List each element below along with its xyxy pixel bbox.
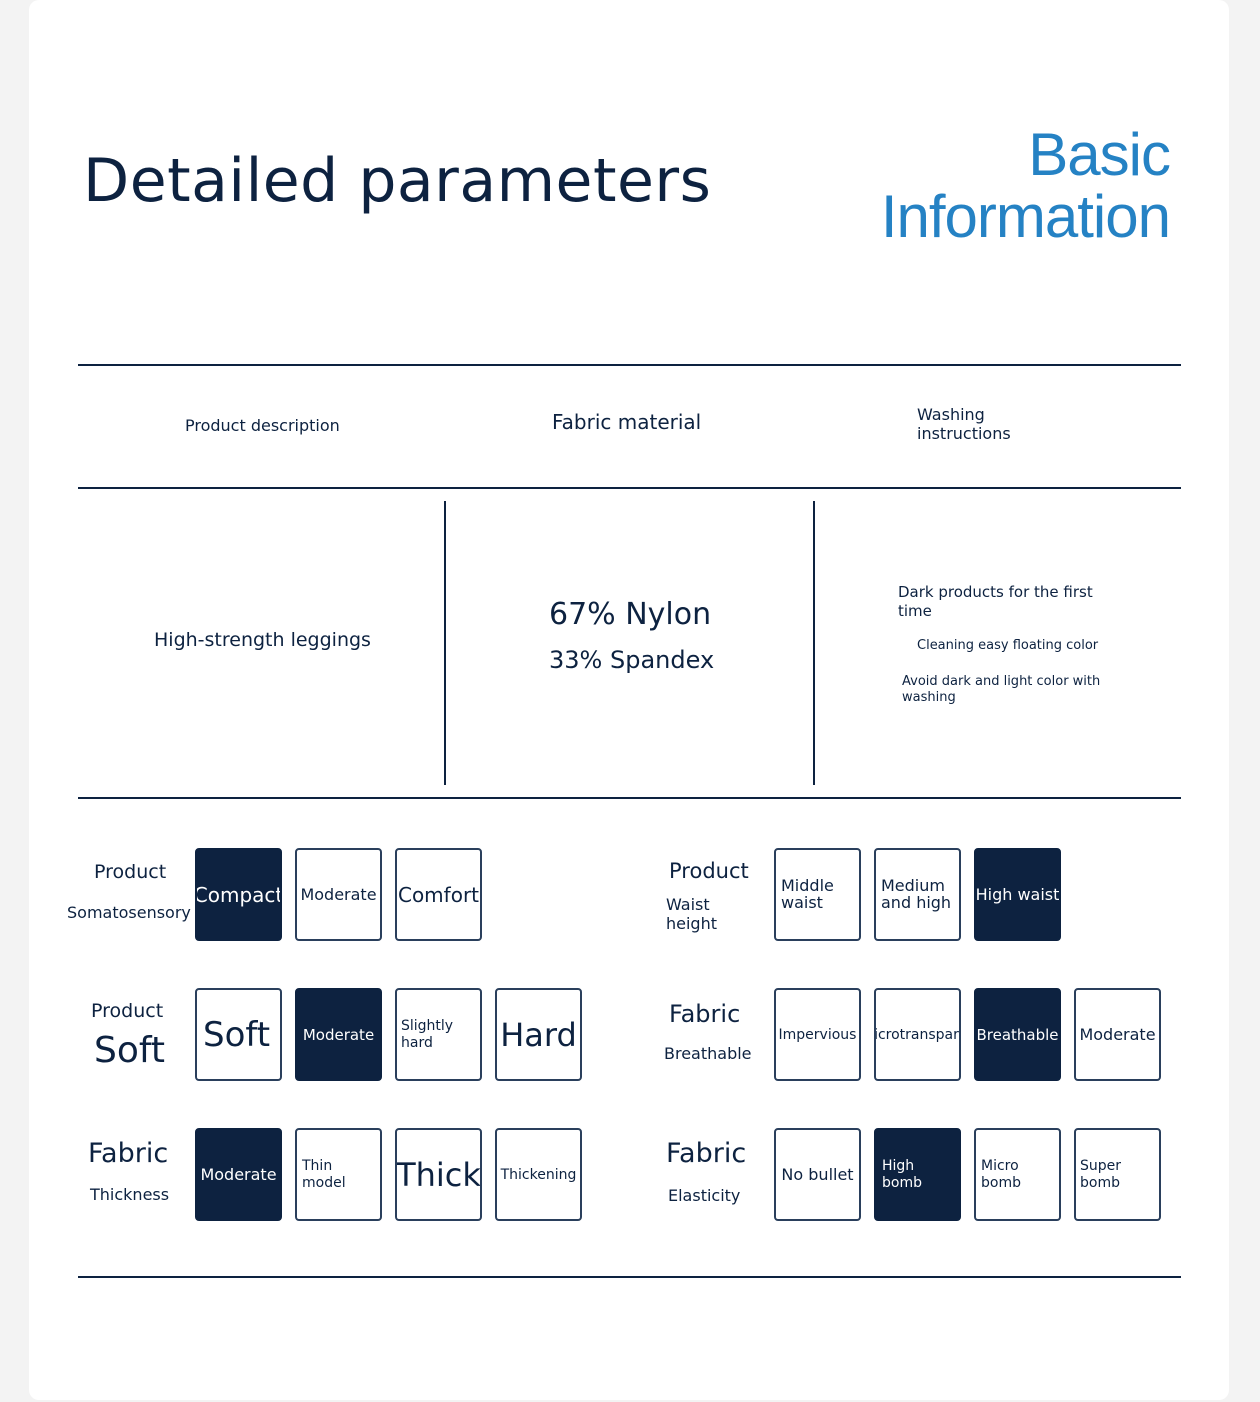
fabric-nylon: 67% Nylon: [549, 597, 712, 632]
option-compact[interactable]: Compact: [195, 848, 282, 941]
option-label: Breathable: [976, 1025, 1059, 1044]
basic-heading-line1: Basic: [1028, 121, 1171, 188]
option-label: Compact: [195, 882, 282, 907]
option-label: Soft: [203, 1014, 271, 1055]
table-header-rule: [78, 487, 1181, 489]
basic-information-heading: Basic Information: [880, 121, 1171, 250]
washing-note-2: Cleaning easy floating color: [917, 638, 1099, 653]
option-label: Super bomb: [1080, 1157, 1122, 1191]
table-top-rule: [78, 364, 1181, 366]
soft-label-1: Product: [91, 1000, 164, 1022]
header-washing-instructions: Washing instructions: [917, 405, 1011, 443]
washing-note-1: Dark products for the first time: [898, 583, 1093, 620]
option-label: Thick: [396, 1155, 481, 1194]
somatosensory-label-2: Somatosensory: [67, 903, 191, 922]
header-product-description: Product description: [185, 416, 340, 435]
option-label: Thickening: [500, 1166, 577, 1183]
option-super-bomb[interactable]: Super bomb: [1074, 1128, 1161, 1221]
option-label: Microtransparent: [874, 1026, 959, 1043]
basic-heading-line2: Information: [880, 183, 1171, 250]
soft-label-2: Soft: [94, 1030, 166, 1071]
option-label: Slightly hard: [401, 1017, 454, 1051]
option-label: Medium and high: [881, 875, 952, 912]
thickness-label-2: Thickness: [90, 1185, 170, 1204]
option-label: Moderate: [302, 1025, 375, 1044]
option-impervious[interactable]: Impervious: [774, 988, 861, 1081]
option-moderate[interactable]: Moderate: [295, 988, 382, 1081]
column-divider-1: [444, 501, 446, 785]
option-label: Thin model: [302, 1157, 346, 1191]
option-middle-waist[interactable]: Middle waist: [774, 848, 861, 941]
column-divider-2: [813, 501, 815, 785]
option-soft[interactable]: Soft: [195, 988, 282, 1081]
option-label: Moderate: [1079, 1025, 1156, 1044]
option-label: Micro bomb: [981, 1157, 1021, 1191]
option-label: Moderate: [200, 1165, 277, 1184]
page-title: Detailed parameters: [83, 146, 712, 216]
thickness-label-1: Fabric: [88, 1138, 169, 1169]
option-microtransparent[interactable]: Microtransparent: [874, 988, 961, 1081]
product-description-value: High-strength leggings: [154, 629, 371, 651]
option-label: High bomb: [882, 1157, 922, 1191]
option-label: Middle waist: [781, 875, 834, 912]
option-slightly-hard[interactable]: Slightly hard: [395, 988, 482, 1081]
option-micro-bomb[interactable]: Micro bomb: [974, 1128, 1061, 1221]
option-comfort[interactable]: Comfort: [395, 848, 482, 941]
option-medium-and-high[interactable]: Medium and high: [874, 848, 961, 941]
option-high-bomb[interactable]: High bomb: [874, 1128, 961, 1221]
option-thin-model[interactable]: Thin model: [295, 1128, 382, 1221]
header-fabric-material: Fabric material: [552, 410, 702, 434]
fabric-spandex: 33% Spandex: [549, 646, 715, 674]
option-label: Moderate: [300, 885, 377, 904]
elasticity-label-2: Elasticity: [668, 1186, 741, 1205]
table-bottom-rule: [78, 797, 1181, 799]
breathable-label-1: Fabric: [669, 1000, 741, 1028]
elasticity-label-1: Fabric: [666, 1138, 747, 1169]
option-thickening[interactable]: Thickening: [495, 1128, 582, 1221]
option-moderate[interactable]: Moderate: [1074, 988, 1161, 1081]
option-label: No bullet: [781, 1165, 854, 1184]
params-bottom-rule: [78, 1276, 1181, 1278]
option-no-bullet[interactable]: No bullet: [774, 1128, 861, 1221]
option-label: Hard: [500, 1015, 577, 1054]
waist-label-2: Waist height: [666, 895, 717, 933]
option-label: Comfort: [397, 882, 480, 907]
option-high-waist[interactable]: High waist: [974, 848, 1061, 941]
option-thick[interactable]: Thick: [395, 1128, 482, 1221]
somatosensory-label-1: Product: [94, 861, 167, 883]
washing-note-3: Avoid dark and light color with washing: [902, 674, 1101, 705]
option-moderate[interactable]: Moderate: [195, 1128, 282, 1221]
breathable-label-2: Breathable: [664, 1044, 752, 1063]
option-moderate[interactable]: Moderate: [295, 848, 382, 941]
option-breathable[interactable]: Breathable: [974, 988, 1061, 1081]
option-hard[interactable]: Hard: [495, 988, 582, 1081]
option-label: Impervious: [778, 1026, 857, 1043]
waist-label-1: Product: [669, 859, 749, 883]
option-label: High waist: [975, 885, 1060, 904]
